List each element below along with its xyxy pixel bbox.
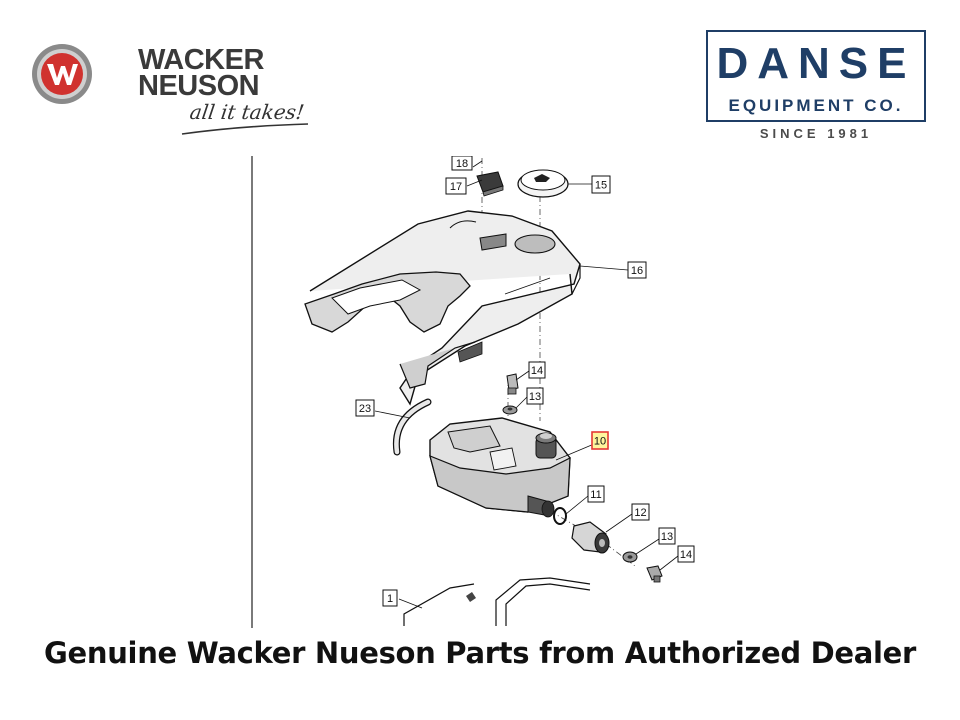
callout-box: [631, 503, 650, 521]
callout-number: 16: [631, 265, 643, 277]
callout-number: 14: [531, 365, 543, 377]
callout-box: [627, 261, 647, 279]
part-clip: [476, 171, 504, 197]
callout-box: [591, 175, 611, 194]
callout-c12: 12: [631, 503, 650, 521]
callout-box: [587, 485, 605, 503]
parts-diagram: 18 17 15 16 14 13 23 10 11 12 13 14 1: [251, 156, 695, 628]
part-fuel-valve: [571, 521, 610, 554]
callout-c13a: 13: [526, 387, 544, 405]
callout-number: 13: [661, 531, 673, 543]
danse-since: SINCE 1981: [759, 126, 873, 141]
callout-c17: 17: [445, 177, 467, 195]
part-fuel-cap: [517, 169, 569, 198]
callout-number: 11: [590, 489, 601, 501]
part-washer-lower: [622, 551, 638, 563]
callout-labels: 18 17 15 16 14 13 23 10 11 12 13 14 1: [355, 156, 695, 607]
danse-name: DANSE: [716, 39, 916, 88]
brand-tagline: all it takes!: [188, 100, 306, 124]
callout-box: [528, 361, 546, 379]
callout-box: [382, 589, 398, 607]
callout-box: [355, 399, 375, 417]
wacker-neuson-w-logo-icon: [32, 44, 92, 104]
callout-number: 12: [634, 507, 646, 519]
callout-box: [526, 387, 544, 405]
caption: Genuine Wacker Nueson Parts from Authori…: [43, 636, 917, 670]
callout-c10: 10: [591, 431, 609, 450]
callout-c14a: 14: [528, 361, 546, 379]
part-fitting-lower: [646, 565, 663, 583]
part-tank-cover: [304, 210, 581, 406]
callout-number: 14: [680, 549, 692, 561]
danse-subtitle: EQUIPMENT CO.: [728, 96, 904, 115]
brand-name-line2: NEUSON: [138, 70, 260, 102]
part-fitting-upper: [506, 373, 519, 395]
callout-number: 10: [594, 436, 606, 448]
brand-name-line1: WACKER: [138, 44, 264, 76]
callout-c14b: 14: [677, 545, 695, 563]
wacker-neuson-logo: WACKER NEUSON all it takes!: [30, 40, 320, 140]
callout-c16: 16: [627, 261, 647, 279]
callout-box: [658, 527, 676, 545]
callout-number: 18: [456, 158, 468, 170]
part-frame: [403, 577, 591, 626]
callout-c23: 23: [355, 399, 375, 417]
callout-leader-lines: [374, 160, 679, 609]
callout-c1: 1: [382, 589, 398, 607]
callout-box: [591, 431, 609, 450]
danse-equipment-logo: DANSE EQUIPMENT CO.: [706, 30, 926, 122]
part-hose: [392, 398, 432, 456]
callout-number: 23: [359, 403, 371, 415]
part-grommet-upper: [502, 405, 518, 415]
part-fuel-tank: [429, 417, 571, 518]
callout-c13b: 13: [658, 527, 676, 545]
callout-box: [677, 545, 695, 563]
callout-number: 15: [595, 180, 607, 192]
callout-box: [445, 177, 467, 195]
callout-c11: 11: [587, 485, 605, 503]
part-seal-ring: [553, 507, 567, 525]
callout-number: 13: [529, 391, 541, 403]
tagline-underline: [181, 123, 309, 135]
callout-number: 17: [450, 181, 462, 193]
callout-c18: 18: [451, 156, 473, 171]
callout-box: [451, 156, 473, 171]
callout-number: 1: [387, 593, 393, 605]
callout-c15: 15: [591, 175, 611, 194]
